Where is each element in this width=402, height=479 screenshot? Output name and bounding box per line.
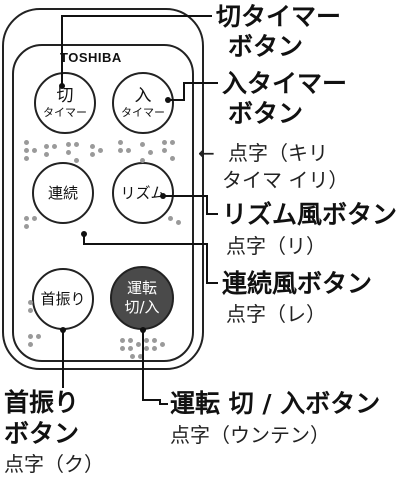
braille-dot bbox=[90, 152, 95, 157]
braille-dot bbox=[168, 216, 173, 221]
on-timer-button-label-main: 入 bbox=[134, 86, 152, 106]
continuous-button[interactable]: 連続 bbox=[32, 162, 94, 224]
braille-dot bbox=[28, 342, 33, 347]
braille-dot bbox=[36, 334, 41, 339]
braille-dot bbox=[128, 346, 133, 351]
braille-dot bbox=[176, 220, 181, 225]
braille-dot bbox=[66, 142, 71, 147]
continuous-callout-title: 連続風ボタン bbox=[222, 269, 373, 298]
brand-logo: TOSHIBA bbox=[60, 50, 122, 65]
on-timer-button-label-sub: タイマー bbox=[121, 106, 165, 119]
swing-callout-braille: 点字（ク） bbox=[4, 452, 104, 476]
braille-dot bbox=[66, 150, 71, 155]
braille-dot bbox=[170, 156, 175, 161]
swing-callout-line2: ボタン bbox=[4, 419, 80, 448]
braille-timer-note-line2: タイマ イリ） bbox=[222, 168, 349, 192]
continuous-callout-braille: 点字（レ） bbox=[226, 302, 326, 326]
braille-dot bbox=[90, 144, 95, 149]
braille-dot bbox=[136, 342, 141, 347]
braille-dot bbox=[118, 140, 123, 145]
off-timer-callout-line1: 切タイマー bbox=[216, 2, 342, 31]
power-callout-braille: 点字（ウンテン） bbox=[170, 423, 330, 447]
off-timer-button[interactable]: 切 タイマー bbox=[34, 72, 96, 134]
braille-dot bbox=[74, 158, 79, 163]
on-timer-button[interactable]: 入 タイマー bbox=[112, 72, 174, 134]
rhythm-callout-braille: 点字（リ） bbox=[226, 234, 326, 258]
braille-dot bbox=[120, 338, 125, 343]
braille-dot bbox=[170, 140, 175, 145]
braille-dot bbox=[118, 148, 123, 153]
braille-dot bbox=[138, 354, 143, 359]
braille-dot bbox=[130, 354, 135, 359]
braille-dot bbox=[28, 334, 33, 339]
braille-dot bbox=[140, 142, 145, 147]
braille-dot bbox=[162, 140, 167, 145]
rhythm-callout-title: リズム風ボタン bbox=[222, 200, 398, 229]
braille-dot bbox=[28, 308, 33, 313]
power-button-label-main: 運転 bbox=[126, 279, 157, 297]
braille-dot bbox=[148, 150, 153, 155]
braille-dot bbox=[28, 300, 33, 305]
braille-dot bbox=[120, 346, 125, 351]
braille-timer-note-line1: 点字（キリ bbox=[228, 141, 328, 165]
rhythm-button[interactable]: リズム bbox=[112, 162, 174, 224]
off-timer-button-label-main: 切 bbox=[56, 86, 74, 106]
braille-dot bbox=[74, 142, 79, 147]
off-timer-button-label-sub: タイマー bbox=[43, 106, 87, 119]
braille-dot bbox=[52, 144, 57, 149]
braille-dot bbox=[32, 216, 37, 221]
braille-dot bbox=[44, 144, 49, 149]
braille-dot bbox=[32, 148, 37, 153]
braille-dot bbox=[98, 148, 103, 153]
braille-dot bbox=[24, 216, 29, 221]
power-callout-title: 運転 切 / 入ボタン bbox=[170, 389, 381, 418]
continuous-button-label: 連続 bbox=[47, 184, 78, 202]
braille-timer-arrow: ← bbox=[198, 141, 215, 165]
braille-dot bbox=[24, 224, 29, 229]
braille-dot bbox=[152, 338, 157, 343]
braille-dot bbox=[128, 338, 133, 343]
braille-dot bbox=[24, 156, 29, 161]
braille-dot bbox=[144, 338, 149, 343]
rhythm-button-label: リズム bbox=[120, 184, 166, 202]
braille-dot bbox=[160, 342, 165, 347]
braille-dot bbox=[126, 148, 131, 153]
on-timer-callout-line1: 入タイマー bbox=[222, 69, 348, 98]
braille-dot bbox=[144, 346, 149, 351]
braille-dot bbox=[44, 152, 49, 157]
off-timer-callout-line2: ボタン bbox=[228, 32, 304, 61]
swing-button[interactable]: 首振り bbox=[32, 268, 94, 330]
braille-dot bbox=[152, 346, 157, 351]
swing-callout-line1: 首振り bbox=[4, 388, 80, 417]
braille-dot bbox=[162, 148, 167, 153]
braille-dot bbox=[140, 158, 145, 163]
braille-dot bbox=[24, 140, 29, 145]
on-timer-callout-line2: ボタン bbox=[228, 99, 304, 128]
braille-dot bbox=[24, 148, 29, 153]
power-button[interactable]: 運転 切/入 bbox=[110, 266, 174, 330]
power-button-label-sub: 切/入 bbox=[124, 298, 160, 316]
swing-button-label: 首振り bbox=[40, 290, 86, 308]
